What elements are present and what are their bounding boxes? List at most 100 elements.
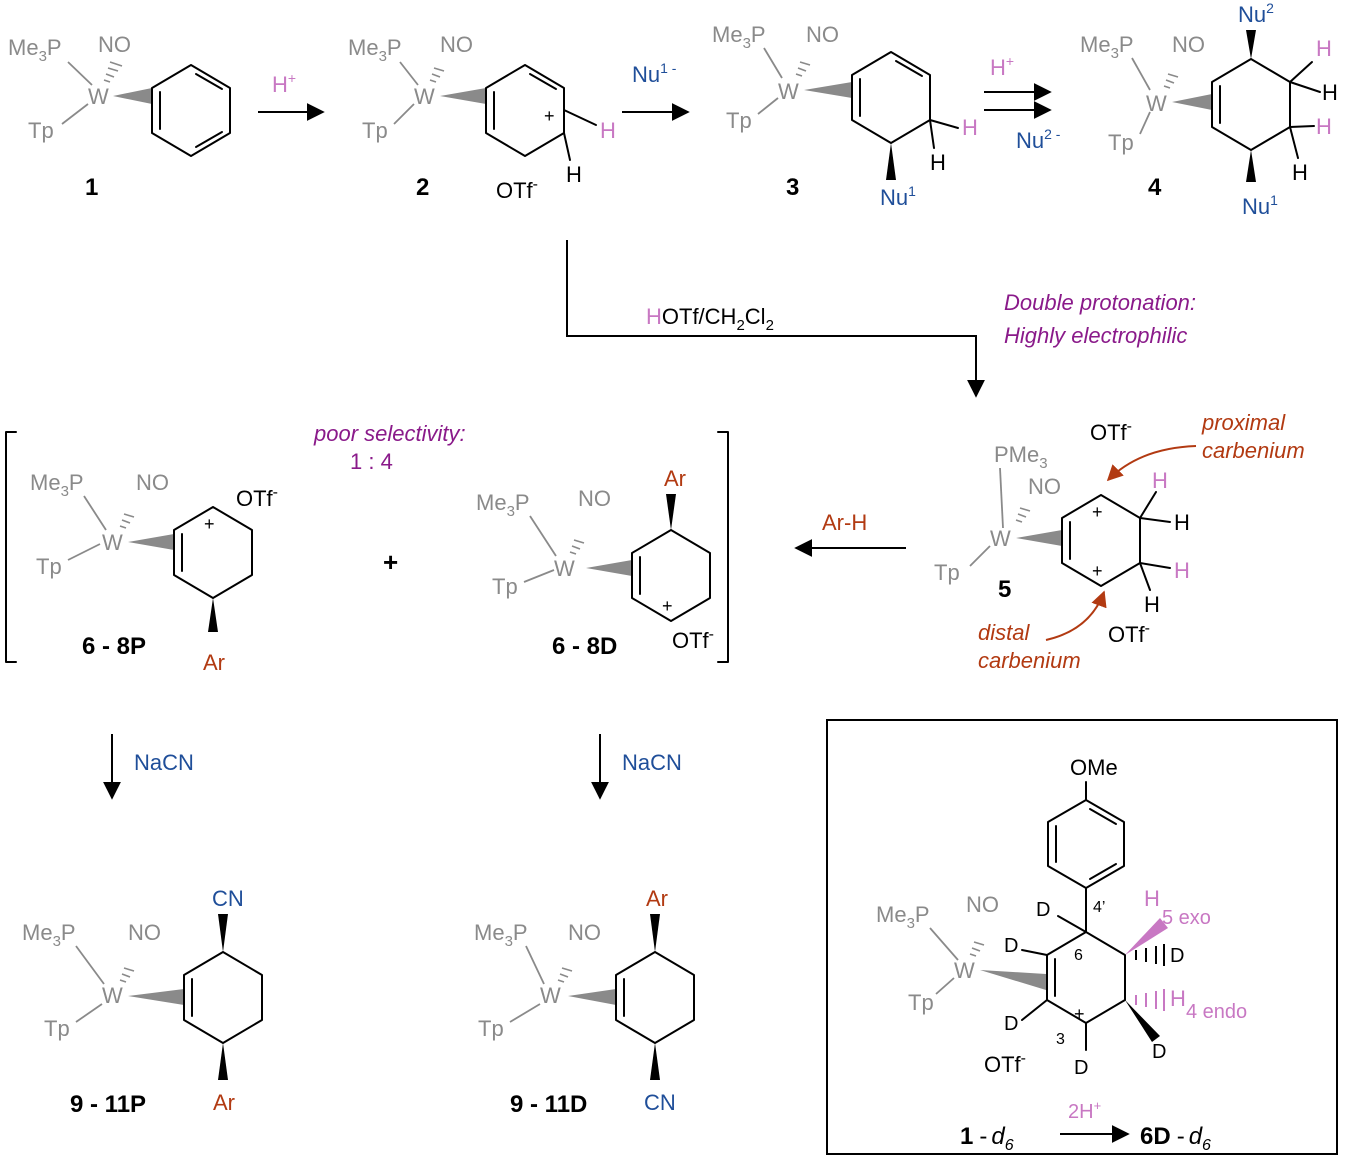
svg-text:Me3P: Me3P bbox=[712, 22, 766, 52]
svg-text:OTf-: OTf- bbox=[672, 626, 714, 653]
svg-text:HOTf/CH2Cl2: HOTf/CH2Cl2 bbox=[646, 304, 774, 334]
arrow-nacn-d: NaCN bbox=[591, 734, 682, 800]
svg-text:W: W bbox=[1146, 91, 1167, 116]
svg-text:+: + bbox=[662, 596, 673, 616]
svg-text:NO: NO bbox=[568, 920, 601, 945]
svg-text:OMe: OMe bbox=[1070, 755, 1118, 780]
svg-text:Tp: Tp bbox=[492, 574, 518, 599]
svg-text:Me3P: Me3P bbox=[1080, 32, 1134, 62]
svg-text:NO: NO bbox=[136, 470, 169, 495]
svg-text:Nu1 -: Nu1 - bbox=[632, 60, 677, 87]
compound-label-5: 5 bbox=[998, 576, 1011, 603]
svg-text:Me3P: Me3P bbox=[8, 35, 62, 65]
svg-text:D: D bbox=[1004, 1013, 1018, 1035]
svg-text:Tp: Tp bbox=[478, 1016, 504, 1041]
svg-text:D: D bbox=[1004, 935, 1018, 957]
svg-text:+: + bbox=[1074, 1004, 1085, 1024]
svg-text:D: D bbox=[1036, 899, 1050, 921]
compound-6-8P: Me3P NO W Tp + OTf- Ar 6 - 8P bbox=[30, 470, 278, 675]
svg-text:NO: NO bbox=[806, 22, 839, 47]
svg-text:W: W bbox=[778, 79, 799, 104]
svg-text:W: W bbox=[554, 556, 575, 581]
svg-text:Ar: Ar bbox=[646, 886, 668, 911]
compound-label-9-11D: 9 - 11D bbox=[510, 1091, 587, 1118]
compound-label-6-8D: 6 - 8D bbox=[552, 633, 617, 660]
svg-text:Ar-H: Ar-H bbox=[822, 510, 867, 535]
svg-text:NaCN: NaCN bbox=[134, 750, 194, 775]
compound-1: Me3P NO W Tp 1 bbox=[8, 32, 231, 201]
svg-text:OTf-: OTf- bbox=[236, 484, 278, 511]
svg-text:NO: NO bbox=[128, 920, 161, 945]
svg-text:PMe3: PMe3 bbox=[994, 442, 1048, 472]
compound-label-2: 2 bbox=[416, 174, 429, 201]
arrow-3-4: H+ Nu2 - bbox=[984, 53, 1061, 153]
svg-text:+: + bbox=[383, 547, 398, 577]
svg-text:H: H bbox=[566, 162, 582, 187]
svg-text:poor selectivity:: poor selectivity: bbox=[313, 421, 466, 446]
svg-text:Tp: Tp bbox=[934, 560, 960, 585]
svg-text:Ar: Ar bbox=[664, 466, 686, 491]
svg-text:H: H bbox=[600, 118, 616, 143]
svg-text:W: W bbox=[88, 84, 109, 109]
svg-text:Tp: Tp bbox=[44, 1016, 70, 1041]
compound-label-6-8P: 6 - 8P bbox=[82, 633, 146, 660]
product-bracket: poor selectivity: 1 : 4 + bbox=[5, 421, 729, 663]
svg-text:H: H bbox=[1144, 886, 1160, 911]
svg-text:carbenium: carbenium bbox=[1202, 438, 1305, 463]
svg-text:NO: NO bbox=[1028, 474, 1061, 499]
svg-text:W: W bbox=[990, 526, 1011, 551]
svg-text:CN: CN bbox=[212, 886, 244, 911]
svg-text:1 : 4: 1 : 4 bbox=[350, 449, 393, 474]
compound-5: PMe3 NO W Tp + + H H H H OTf- OTf- 5 pro… bbox=[934, 410, 1305, 673]
svg-text:H: H bbox=[1174, 510, 1190, 535]
svg-text:Double protonation:: Double protonation: bbox=[1004, 290, 1196, 315]
svg-text:Tp: Tp bbox=[726, 108, 752, 133]
svg-text:Nu1: Nu1 bbox=[880, 183, 916, 210]
svg-text:Me3P: Me3P bbox=[474, 920, 528, 950]
svg-text:Me3P: Me3P bbox=[876, 902, 930, 932]
svg-text:4’: 4’ bbox=[1093, 899, 1105, 916]
compound-label-4: 4 bbox=[1148, 174, 1162, 201]
svg-text:6: 6 bbox=[1074, 947, 1083, 964]
svg-text:H: H bbox=[1170, 986, 1186, 1011]
svg-text:CN: CN bbox=[644, 1090, 676, 1115]
svg-text:H: H bbox=[962, 115, 978, 140]
svg-text:4 endo: 4 endo bbox=[1186, 1001, 1247, 1023]
svg-text:3: 3 bbox=[1056, 1031, 1065, 1048]
svg-text:Ar: Ar bbox=[203, 650, 225, 675]
svg-text:Tp: Tp bbox=[362, 118, 388, 143]
svg-text:Tp: Tp bbox=[36, 554, 62, 579]
svg-text:Me3P: Me3P bbox=[348, 35, 402, 65]
svg-text:OTf-: OTf- bbox=[496, 176, 538, 203]
arrow-2-5: HOTf/CH2Cl2 Double protonation: Highly e… bbox=[566, 240, 1196, 398]
svg-text:Nu1: Nu1 bbox=[1242, 192, 1278, 219]
compound-3: Me3P NO W Tp H H Nu1 3 bbox=[712, 22, 978, 210]
compound-4: Me3P NO W Tp Nu2 H H H H Nu1 4 bbox=[1080, 0, 1338, 219]
svg-text:Me3P: Me3P bbox=[476, 490, 530, 520]
svg-text:6D-d6: 6D-d6 bbox=[1140, 1123, 1211, 1154]
svg-text:H: H bbox=[1144, 592, 1160, 617]
svg-text:H: H bbox=[1316, 114, 1332, 139]
svg-text:NO: NO bbox=[440, 32, 473, 57]
svg-text:H+: H+ bbox=[272, 70, 296, 97]
svg-text:Me3P: Me3P bbox=[30, 470, 84, 500]
svg-text:OTf-: OTf- bbox=[984, 1050, 1026, 1077]
svg-text:W: W bbox=[102, 983, 123, 1008]
svg-text:Ar: Ar bbox=[213, 1090, 235, 1115]
svg-text:1-d6: 1-d6 bbox=[960, 1123, 1014, 1154]
svg-text:OTf-: OTf- bbox=[1108, 620, 1150, 647]
compound-label-3: 3 bbox=[786, 174, 799, 201]
svg-text:+: + bbox=[1092, 502, 1103, 522]
svg-text:OTf-: OTf- bbox=[1090, 418, 1132, 445]
svg-text:H: H bbox=[1316, 36, 1332, 61]
svg-text:H: H bbox=[930, 150, 946, 175]
arrow-2-3: Nu1 - bbox=[622, 60, 690, 121]
svg-text:D: D bbox=[1152, 1041, 1166, 1063]
svg-text:distal: distal bbox=[978, 620, 1030, 645]
compound-2: Me3P NO W Tp + H H OTf- 2 bbox=[348, 32, 616, 203]
svg-text:Tp: Tp bbox=[908, 990, 934, 1015]
svg-text:H: H bbox=[1292, 160, 1308, 185]
svg-text:H+: H+ bbox=[990, 53, 1014, 80]
svg-text:carbenium: carbenium bbox=[978, 648, 1081, 673]
